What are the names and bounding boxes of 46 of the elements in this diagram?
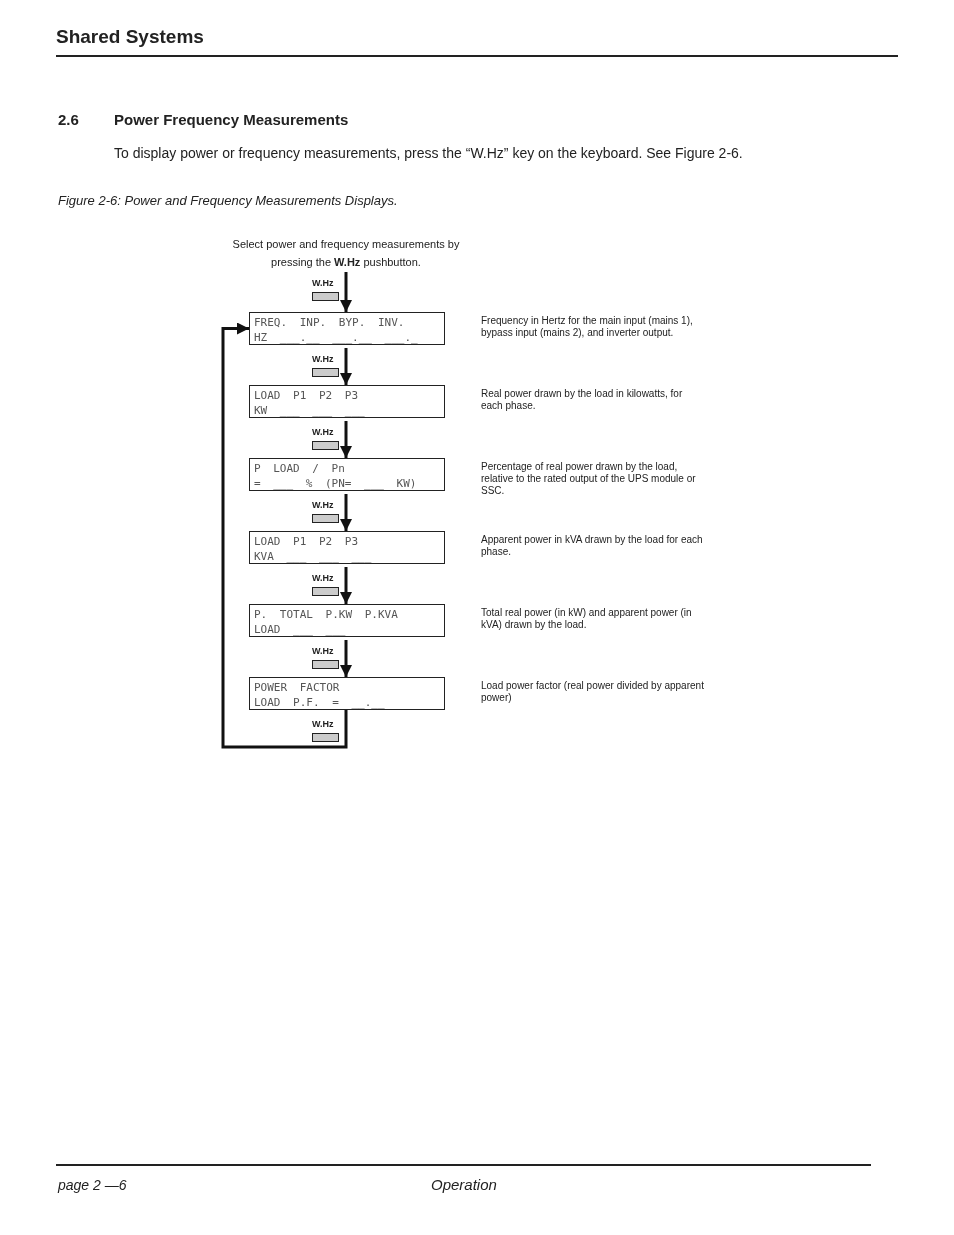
description-text: Apparent power in kVA drawn by the load for each phase. [481, 534, 704, 558]
display-text: KW ___ ___ ___ [254, 403, 366, 418]
description-text: Frequency in Hertz for the main input (mains 1), bypass input (mains 2), and inverter output. [481, 315, 694, 339]
edge-label: W.Hz [312, 354, 334, 364]
edge-label: W.Hz [312, 719, 334, 729]
arrow [340, 348, 352, 385]
lcd-display [249, 385, 445, 418]
lcd-display [249, 312, 445, 345]
display-text: P. TOTAL P.KW P.KVA [254, 607, 399, 622]
display-text: HZ ___.__ ___.__ ___._ [254, 330, 419, 345]
description-text: Total real power (in kW) and apparent power (in kVA) drawn by the load. [481, 607, 693, 631]
description-text: Load power factor (real power divided by apparent power) [481, 680, 705, 704]
section-heading: Power Frequency Measurements [114, 111, 349, 128]
edge-label: W.Hz [312, 427, 334, 437]
lcd-display [249, 458, 445, 491]
display-text: P LOAD / Pn [254, 461, 346, 476]
description-text: Percentage of real power drawn by the load, relative to the rated output of the UPS module or SSC. [481, 461, 697, 497]
arrow [340, 421, 352, 458]
body-paragraph: To display power or frequency measurements, press the “W.Hz” key on the keyboard. See Figure 2-6. [114, 145, 743, 161]
display-text: LOAD ___ ___ [254, 622, 347, 637]
section-number: 2.6 [58, 111, 79, 128]
arrow [340, 494, 352, 531]
footer-section: Operation [431, 1176, 497, 1193]
figure-caption: Figure 2-6: Power and Frequency Measurements Displays. [58, 193, 398, 208]
display-text: LOAD P.F. = __.__ [254, 695, 386, 710]
display-text: LOAD P1 P2 P3 [254, 388, 360, 403]
description-text: Real power drawn by the load in kilowatts, for each phase. [481, 388, 684, 412]
lcd-display [249, 677, 445, 710]
display-text: POWER FACTOR [254, 680, 341, 695]
edge-label: W.Hz [312, 646, 334, 656]
lcd-display [249, 604, 445, 637]
edge-label: W.Hz [312, 278, 334, 288]
display-text: FREQ. INP. BYP. INV. [254, 315, 406, 330]
page-number: page 2 —6 [58, 1177, 127, 1193]
display-text: = ___ % (PN= ___ KW) [254, 476, 418, 491]
edge-label: W.Hz [312, 500, 334, 510]
instruction-text: Select power and frequency measurements by pressing the W.Hz pushbutton. [215, 235, 477, 271]
display-text: LOAD P1 P2 P3 [254, 534, 360, 549]
arrow [221, 322, 348, 749]
edge-label: W.Hz [312, 573, 334, 583]
arrow [340, 567, 352, 604]
arrow [340, 272, 352, 312]
page-header-title: Shared Systems [56, 26, 204, 48]
arrow [340, 640, 352, 677]
lcd-display [249, 531, 445, 564]
display-text: KVA ___ ___ ___ [254, 549, 373, 564]
